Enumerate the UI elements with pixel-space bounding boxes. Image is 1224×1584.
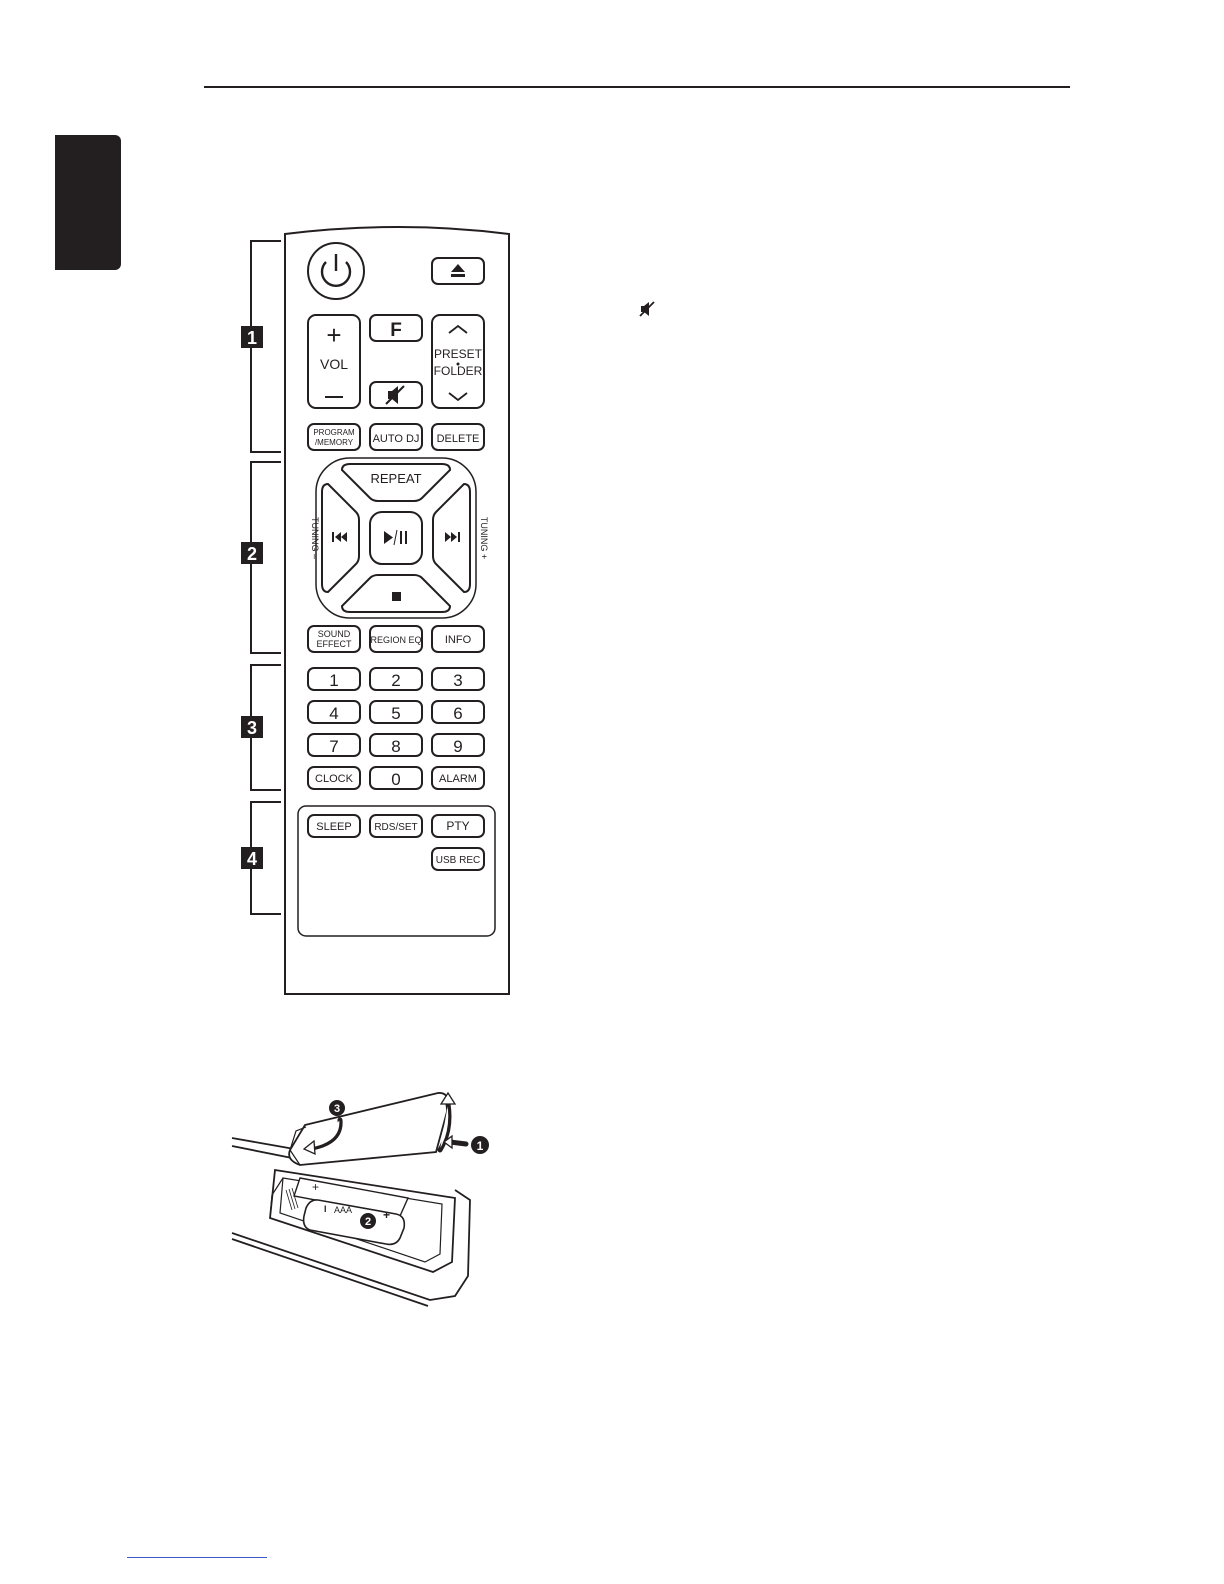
svg-text:1: 1: [477, 1139, 484, 1153]
svg-text:2: 2: [365, 1216, 371, 1228]
step-badge-3: 3: [329, 1100, 345, 1116]
svg-text:+: +: [383, 1208, 390, 1222]
step-badge-2: 2: [360, 1213, 376, 1229]
footer-rule: [127, 1557, 267, 1558]
svg-text:AAA: AAA: [334, 1205, 352, 1215]
svg-text:+: +: [312, 1180, 319, 1194]
svg-text:I: I: [324, 1204, 327, 1214]
step-badge-1: 1: [471, 1136, 489, 1154]
svg-text:3: 3: [334, 1103, 340, 1115]
